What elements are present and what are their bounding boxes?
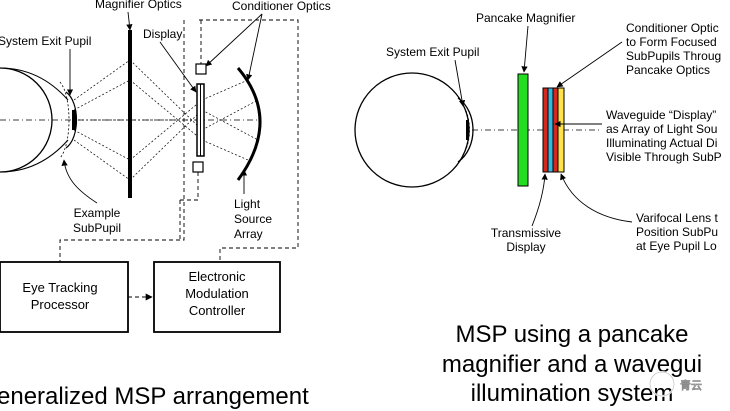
transmissive-label-1: Transmissive — [491, 226, 562, 240]
left-ray-bundle — [73, 59, 259, 181]
left-conditioner-square-bottom — [192, 161, 204, 173]
watermark: 青云 — [649, 371, 702, 397]
conditioner-red — [552, 87, 559, 173]
left-generalized-msp: Eye Tracking Processor Electronic Modula… — [0, 0, 331, 410]
right-eye-pupil — [466, 120, 469, 140]
conditioner-label-3: SubPupils Throug — [626, 49, 721, 63]
left-leader-lines — [61, 11, 263, 204]
conditioner-optics-label: Conditioner Optics — [232, 0, 331, 13]
pancake-magnifier — [517, 73, 529, 187]
modulation-label-1: Electronic — [188, 269, 246, 284]
eye-tracking-label-1: Eye Tracking — [22, 280, 97, 295]
conditioner-label-4: Pancake Optics — [626, 63, 710, 77]
light-source-label-3: Array — [234, 227, 263, 241]
waveguide-label-2: as Array of Light Sou — [606, 122, 717, 136]
modulation-controller-box — [153, 261, 281, 333]
display-label: Display — [143, 27, 182, 41]
waveguide-label-4: Visible Through SubP — [606, 150, 722, 164]
example-subpupil-label-1: Example — [74, 206, 121, 220]
eye-tracking-label-2: Processor — [31, 297, 90, 312]
left-control-lines — [59, 19, 299, 262]
left-caption: eneralized MSP arrangement — [0, 383, 309, 410]
left-system-exit-pupil-label: System Exit Pupil — [0, 34, 91, 48]
right-caption-2: magnifier and a wavegui — [442, 351, 702, 378]
varifocal-yellow — [557, 87, 565, 173]
varifocal-label-2: Position SubPu — [636, 225, 718, 239]
right-leader-lines — [454, 25, 633, 227]
varifocal-label-3: at Eye Pupil Lo — [636, 239, 717, 253]
magnifier-optics-label: Magnifier Optics — [95, 0, 182, 11]
conditioner-label-2: to Form Focused — [626, 35, 717, 49]
right-system-exit-pupil-label: System Exit Pupil — [386, 45, 479, 59]
waveguide-cyan — [547, 87, 554, 173]
conditioner-label-1: Conditioner Optic — [626, 21, 719, 35]
light-source-label-1: Light — [234, 197, 261, 211]
pancake-magnifier-label: Pancake Magnifier — [476, 11, 575, 25]
modulation-label-2: Modulation — [185, 286, 249, 301]
transmissive-label-2: Display — [506, 240, 545, 254]
modulation-label-3: Controller — [189, 303, 246, 318]
right-caption-3: illumination system — [471, 380, 674, 407]
waveguide-label-1: Waveguide “Display” — [606, 108, 716, 122]
right-caption-1: MSP using a pancake — [455, 321, 688, 348]
transmissive-display-red — [542, 87, 549, 173]
left-light-source-array — [236, 67, 262, 181]
varifocal-label-1: Varifocal Lens t — [636, 211, 718, 225]
left-conditioner-square-top — [195, 63, 207, 75]
waveguide-label-3: Illuminating Actual Di — [606, 136, 717, 150]
example-subpupil-label-2: SubPupil — [73, 221, 121, 235]
right-pancake-msp: Pancake Magnifier System Exit Pupil Cond… — [354, 11, 722, 407]
eye-tracking-processor-box — [0, 261, 129, 333]
right-eye — [354, 72, 474, 188]
watermark-text: 青云 — [680, 378, 702, 392]
light-source-label-2: Source — [234, 212, 272, 226]
